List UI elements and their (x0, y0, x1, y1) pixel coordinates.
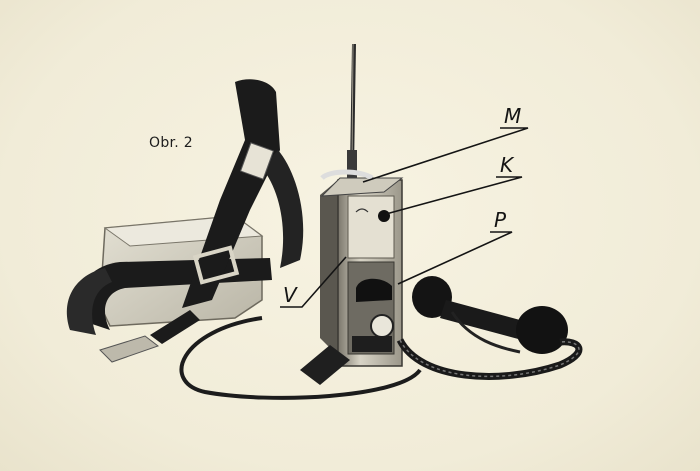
antenna (347, 43, 357, 178)
leader-v (280, 256, 347, 308)
label-k: K (500, 153, 514, 177)
leader-p (397, 231, 513, 285)
leader-k (385, 176, 523, 215)
label-m: M (504, 104, 522, 128)
figure-caption: Obr. 2 (149, 135, 193, 151)
radio-unit (320, 169, 404, 367)
leader-m (362, 127, 529, 183)
coiled-cord (179, 316, 583, 400)
carrying-strap (66, 79, 304, 363)
label-v: V (283, 283, 297, 307)
label-p: P (494, 208, 507, 232)
handset (412, 276, 568, 354)
callout-lines (280, 127, 529, 308)
